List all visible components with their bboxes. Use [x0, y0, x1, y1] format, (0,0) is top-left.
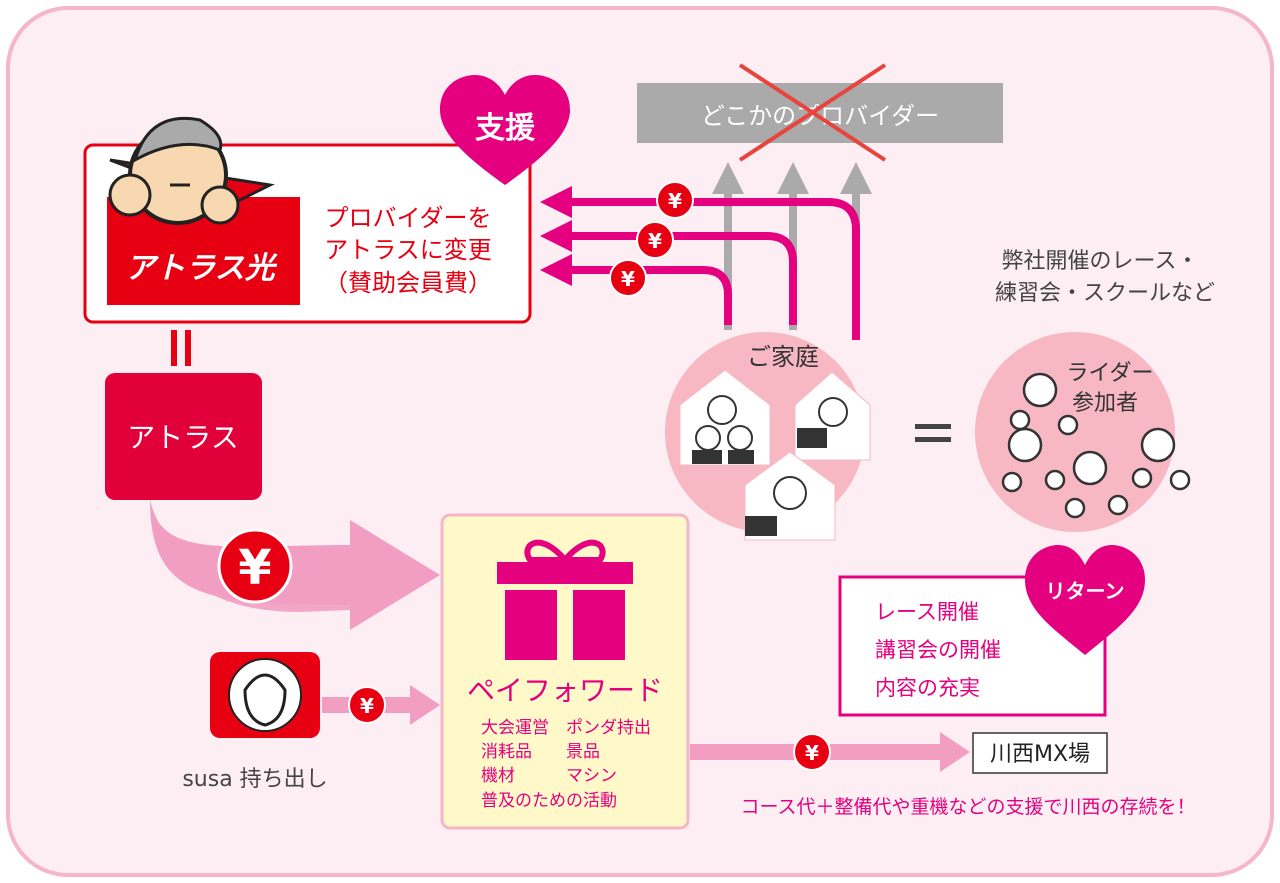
payforward-box: ペイフォワード 大会運営ポンダ持出 消耗品 景品 機材 マシン 普及のための活動	[440, 513, 690, 830]
label: 弊社開催のレース・	[1002, 249, 1199, 274]
label: ¥	[668, 189, 682, 213]
return-heart: リターン	[1025, 545, 1145, 655]
label: （賛助会員費）	[324, 269, 492, 297]
yen-badge-susa: ¥	[348, 686, 386, 724]
susa-icon	[210, 652, 320, 738]
label: ペイフォワード	[467, 674, 663, 707]
kawanishi-box	[972, 732, 1108, 774]
kawanishi-caption: コース代＋整備代や重機などの支援で川西の存続を！	[740, 796, 1195, 818]
label: 支援	[475, 111, 536, 146]
big-arrow-body	[150, 500, 440, 630]
label: リターン	[1046, 579, 1125, 603]
rider-icons	[1001, 372, 1191, 519]
susa-label: susa 持ち出し	[182, 767, 327, 792]
yen-badges-top: ¥ ¥ ¥	[609, 181, 694, 297]
label: 練習会・スクールなど	[995, 281, 1215, 306]
label: ¥	[621, 267, 635, 291]
gift-icon	[497, 539, 633, 660]
label: ¥	[805, 741, 819, 765]
equals-vertical	[171, 330, 191, 366]
yen-badge-kawanishi: ¥	[793, 733, 831, 771]
label: ポンダ持出	[566, 718, 651, 738]
label: 機材	[481, 766, 515, 786]
mascot-icon	[108, 116, 275, 225]
equals-horizontal	[915, 424, 951, 442]
provider-box: どこかのプロバイダー	[637, 63, 1003, 162]
home-circle: ご家庭	[665, 332, 871, 541]
label: 内容の充実	[875, 676, 980, 700]
label: アトラス	[127, 421, 238, 454]
label: ¥	[360, 694, 374, 718]
yen-badge-large: ¥	[217, 528, 293, 604]
label: ライダー	[1066, 361, 1153, 386]
label: アトラスに変更	[324, 236, 492, 264]
payment-arrows	[540, 186, 860, 340]
riders-circle: ライダー 参加者	[975, 332, 1191, 532]
label: ご家庭	[747, 343, 819, 371]
label: 川西MX場	[990, 742, 1090, 767]
label: プロバイダーを	[324, 204, 491, 232]
atorasu-logo: アトラス光	[125, 251, 277, 286]
support-heart: 支援	[440, 75, 570, 185]
label: 講習会の開催	[875, 638, 1001, 662]
label: マシン	[566, 766, 617, 786]
atorasu-box: アトラス	[105, 373, 262, 500]
label: ¥	[648, 229, 662, 253]
label: ¥	[238, 540, 271, 596]
label: 消耗品	[481, 742, 532, 762]
label: 大会運営	[481, 718, 549, 738]
label: 景品	[566, 742, 600, 762]
label: 参加者	[1072, 391, 1138, 416]
cross-icon	[738, 63, 887, 162]
atorasu-hikari-box: アトラス光 プロバイダーを アトラスに変更 （賛助会員費）	[83, 116, 532, 324]
label: レース開催	[875, 600, 979, 624]
label: 普及のための活動	[481, 791, 617, 811]
